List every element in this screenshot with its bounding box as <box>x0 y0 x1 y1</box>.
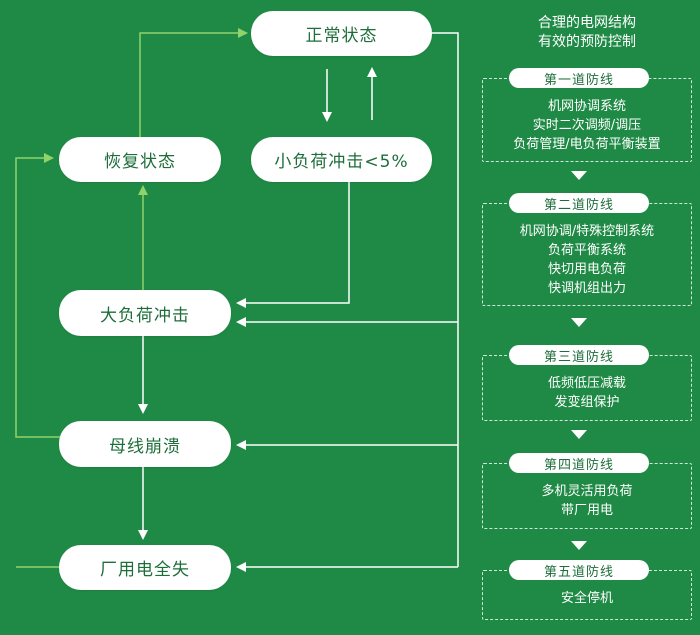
defense-line-4-item: 带厂用电 <box>560 503 613 518</box>
defense-heading: 合理的电网结构 有效的预防控制 <box>482 14 692 52</box>
defense-line-1-item: 负荷管理/电负荷平衡装置 <box>513 137 661 152</box>
down-triangle-icon <box>571 318 587 327</box>
heading-line-1: 合理的电网结构 <box>538 15 636 31</box>
state-recovery-label: 恢复状态 <box>104 152 176 172</box>
state-bus-collapse-label: 母线崩溃 <box>109 436 181 457</box>
arrow-left-loop-to-recovery <box>15 153 62 438</box>
state-plant-power-loss-label: 厂用电全失 <box>100 560 190 580</box>
defense-line-3-title: 第三道防线 <box>509 345 649 365</box>
defense-line-2-item: 负荷平衡系统 <box>547 243 626 258</box>
state-normal-label: 正常状态 <box>305 26 378 46</box>
defense-line-4-item: 多机灵活用负荷 <box>541 484 633 499</box>
defense-line-4-title: 第四道防线 <box>509 453 649 473</box>
defense-line-5-title: 第五道防线 <box>509 560 649 580</box>
down-triangle-icon <box>571 430 587 439</box>
defense-line-1-title: 第一道防线 <box>509 68 649 88</box>
defense-line-5-item: 安全停机 <box>560 591 613 606</box>
defense-line-1-item: 实时二次调频/调压 <box>532 118 642 133</box>
state-large-impact: 大负荷冲击 <box>59 290 231 336</box>
state-small-impact-label: 小负荷冲击<5% <box>274 152 409 172</box>
arrow-recovery-to-normal <box>139 28 248 137</box>
defense-line-1-item: 机网协调系统 <box>547 99 626 114</box>
heading-line-2: 有效的预防控制 <box>538 34 636 50</box>
state-bus-collapse: 母线崩溃 <box>59 421 231 467</box>
arrow-small-to-large <box>236 182 350 308</box>
defense-line-1: 机网协调系统 实时二次调频/调压 负荷管理/电负荷平衡装置 <box>482 78 692 162</box>
down-triangle-icon <box>571 541 587 550</box>
defense-line-2-title: 第二道防线 <box>509 193 649 213</box>
state-normal: 正常状态 <box>251 11 432 56</box>
state-plant-power-loss: 厂用电全失 <box>59 545 231 590</box>
state-large-impact-label: 大负荷冲击 <box>100 305 190 326</box>
state-small-impact: 小负荷冲击<5% <box>251 137 432 182</box>
defense-line-2-item: 机网协调/特殊控制系统 <box>519 224 655 239</box>
defense-line-3-item: 低频低压减载 <box>547 376 626 391</box>
defense-line-2-item: 快切用电负荷 <box>547 262 626 277</box>
defense-line-2: 机网协调/特殊控制系统 负荷平衡系统 快切用电负荷 快调机组出力 <box>482 203 692 306</box>
defense-line-2-item: 快调机组出力 <box>547 281 626 296</box>
right-feed-line <box>432 32 459 567</box>
state-recovery: 恢复状态 <box>59 137 221 182</box>
down-triangle-icon <box>571 171 587 180</box>
defense-line-3-item: 发变组保护 <box>554 395 620 410</box>
